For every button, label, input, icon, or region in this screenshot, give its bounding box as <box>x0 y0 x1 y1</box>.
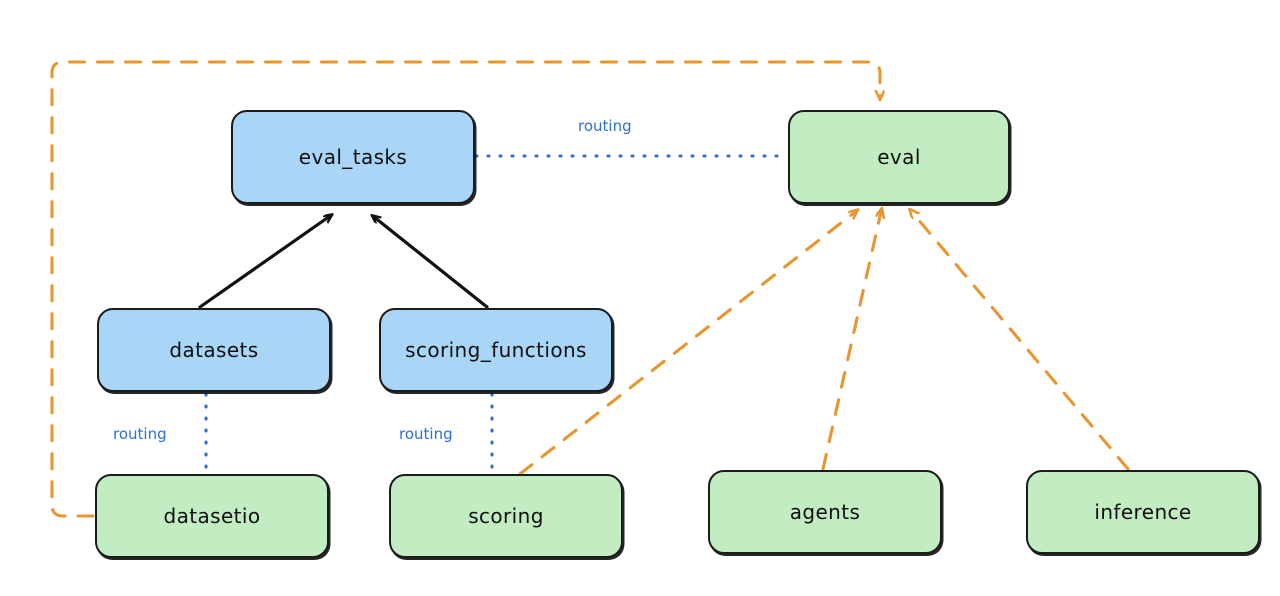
edge-label-routing-middle: routing <box>399 425 453 443</box>
edge-label-routing-left: routing <box>113 425 167 443</box>
node-scoring-functions[interactable]: scoring_functions <box>379 308 613 392</box>
node-eval-label: eval <box>877 145 921 169</box>
edge-label-routing-top: routing <box>578 117 632 135</box>
node-agents-label: agents <box>789 500 861 524</box>
node-scoring[interactable]: scoring <box>389 474 623 558</box>
edge-inference-eval <box>912 212 1130 471</box>
node-eval-tasks-label: eval_tasks <box>298 145 408 169</box>
node-datasetio-label: datasetio <box>163 504 261 528</box>
node-eval-tasks[interactable]: eval_tasks <box>231 110 475 204</box>
node-scoring-label: scoring <box>468 504 544 528</box>
edge-agents-eval <box>821 212 881 471</box>
node-eval[interactable]: eval <box>788 110 1010 204</box>
node-datasets-label: datasets <box>169 338 259 362</box>
node-inference[interactable]: inference <box>1026 470 1260 554</box>
edge-datasets-eval-tasks <box>198 216 330 309</box>
edge-datasetio-eval <box>50 60 880 518</box>
edge-scoring-eval <box>518 212 855 476</box>
node-scoring-functions-label: scoring_functions <box>405 338 587 362</box>
node-inference-label: inference <box>1094 500 1192 524</box>
node-datasets[interactable]: datasets <box>97 308 331 392</box>
node-agents[interactable]: agents <box>708 470 942 554</box>
node-datasetio[interactable]: datasetio <box>95 474 329 558</box>
edge-scoring-functions-eval-tasks <box>374 217 489 309</box>
